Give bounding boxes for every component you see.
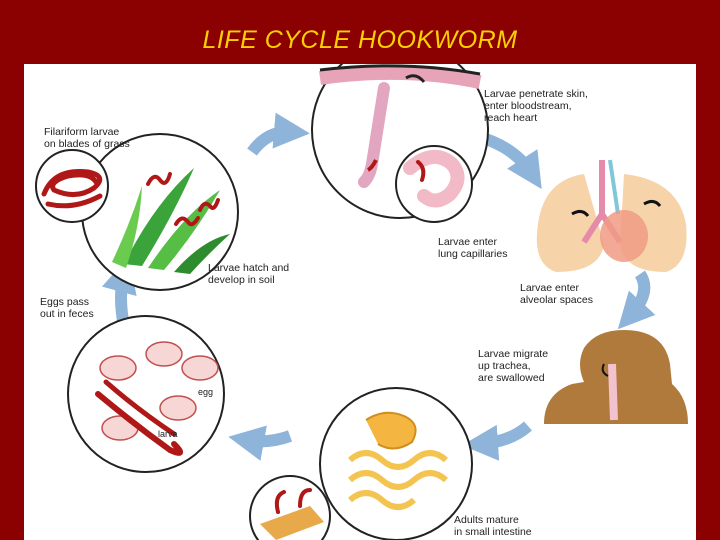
grass-stage xyxy=(81,133,239,291)
arrow-grass-to-skin xyxy=(247,112,310,156)
label-filariform-larvae: Filariform larvae on blades of grass xyxy=(44,126,130,150)
label-penetrate-skin: Larvae penetrate skin, enter bloodstream… xyxy=(484,88,588,124)
page-title: LIFE CYCLE HOOKWORM xyxy=(202,26,518,54)
label-adults-mature: Adults mature in small intestine xyxy=(454,514,532,538)
label-larvae-hatch: Larvae hatch and develop in soil xyxy=(208,262,290,286)
arrow-intestine-to-eggs xyxy=(228,425,293,461)
label-egg: egg xyxy=(198,387,214,397)
arrow-lungs-to-trachea xyxy=(617,270,656,330)
label-lung-capillaries: Larvae enter lung capillaries xyxy=(438,236,508,260)
label-alveolar-spaces: Larvae enter alveolar spaces xyxy=(520,282,593,306)
larva-coil-inset xyxy=(35,149,109,223)
label-eggs-pass: Eggs pass out in feces xyxy=(40,296,94,320)
label-migrate-trachea: Larvae migrate up trachea, are swallowed xyxy=(478,348,549,384)
life-cycle-diagram: Filariform larvae on blades of grass Lar… xyxy=(24,64,696,540)
skin-inset xyxy=(395,145,473,223)
diagram-artwork xyxy=(35,64,688,540)
arrow-trachea-to-intestine xyxy=(462,421,532,461)
label-larva: larva xyxy=(158,429,178,439)
intestine-stage xyxy=(319,387,473,540)
intestine-wall-inset xyxy=(249,475,331,540)
eggs-stage xyxy=(67,315,225,473)
head-silhouette xyxy=(544,330,688,424)
lungs xyxy=(536,159,687,272)
